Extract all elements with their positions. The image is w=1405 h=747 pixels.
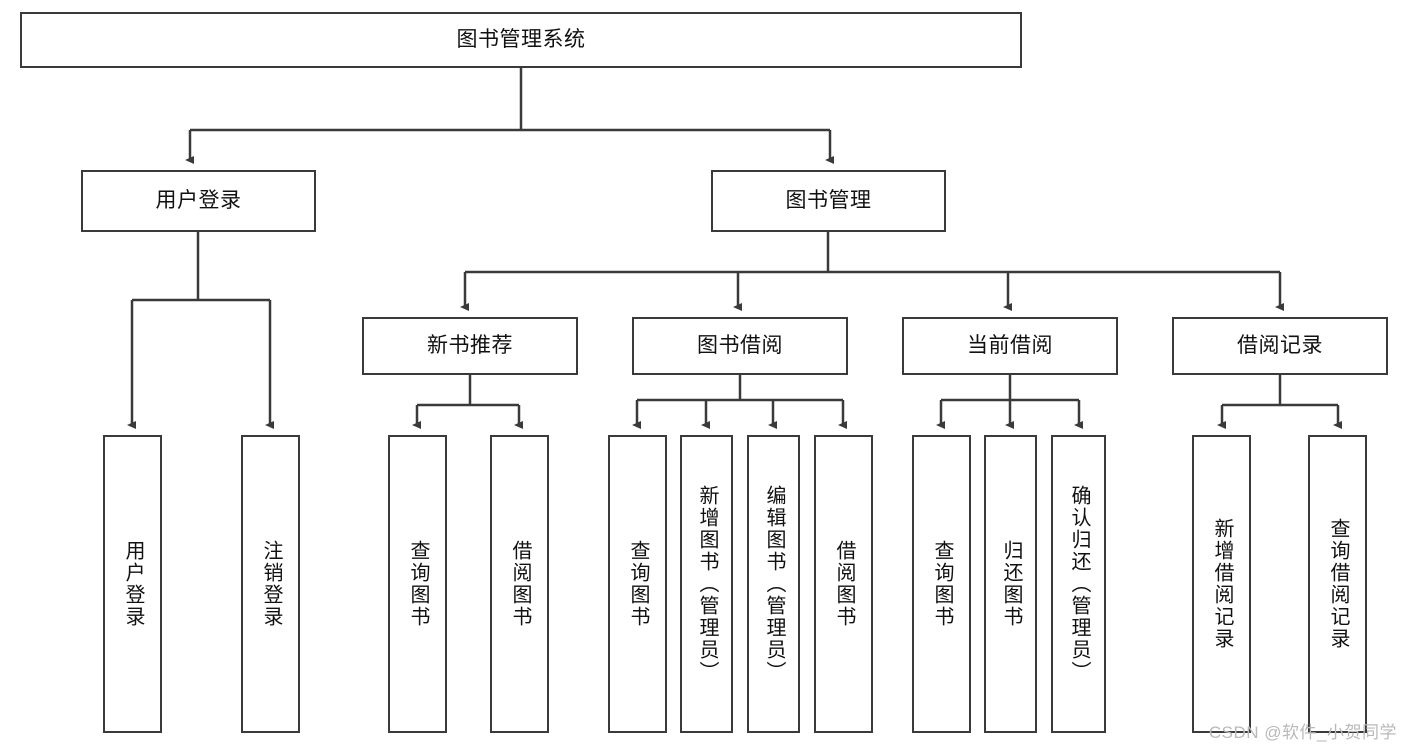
node-label: 新增借阅记录 bbox=[1211, 518, 1233, 650]
node-label: 查询图书 bbox=[407, 540, 429, 628]
node-leaf-borrow-book-1[interactable]: 借阅图书 bbox=[490, 435, 549, 733]
node-leaf-edit-book[interactable]: 编辑图书（管理员） bbox=[747, 435, 800, 733]
node-label: 注销登录 bbox=[260, 540, 282, 628]
node-label: 归还图书 bbox=[1000, 540, 1022, 628]
node-leaf-query-book-3[interactable]: 查询图书 bbox=[912, 435, 971, 733]
node-label: 图书管理 bbox=[785, 188, 872, 212]
node-leaf-user-login[interactable]: 用户登录 bbox=[103, 435, 162, 733]
node-leaf-confirm-return[interactable]: 确认归还（管理员） bbox=[1051, 435, 1106, 733]
node-leaf-query-record[interactable]: 查询借阅记录 bbox=[1308, 435, 1367, 733]
node-leaf-query-book-2[interactable]: 查询图书 bbox=[608, 435, 667, 733]
node-label: 用户登录 bbox=[122, 540, 144, 628]
node-new-book-recommend[interactable]: 新书推荐 bbox=[362, 317, 578, 375]
node-label: 查询借阅记录 bbox=[1327, 518, 1349, 650]
node-label: 查询图书 bbox=[931, 540, 953, 628]
node-label: 新书推荐 bbox=[427, 333, 513, 357]
node-label: 图书借阅 bbox=[697, 333, 783, 357]
node-root-book-management-system[interactable]: 图书管理系统 bbox=[20, 12, 1022, 68]
node-leaf-query-book-1[interactable]: 查询图书 bbox=[388, 435, 447, 733]
node-book-management[interactable]: 图书管理 bbox=[711, 170, 946, 232]
node-current-borrow[interactable]: 当前借阅 bbox=[902, 317, 1118, 375]
node-label: 用户登录 bbox=[155, 188, 242, 212]
node-label: 确认归还（管理员） bbox=[1068, 485, 1090, 683]
node-label: 图书管理系统 bbox=[456, 27, 586, 51]
node-label: 当前借阅 bbox=[967, 333, 1053, 357]
node-leaf-return-book[interactable]: 归还图书 bbox=[984, 435, 1037, 733]
node-label: 借阅图书 bbox=[509, 540, 531, 628]
node-leaf-borrow-book-2[interactable]: 借阅图书 bbox=[814, 435, 873, 733]
node-label: 查询图书 bbox=[627, 540, 649, 628]
node-label: 借阅记录 bbox=[1237, 333, 1323, 357]
node-leaf-add-book[interactable]: 新增图书（管理员） bbox=[680, 435, 733, 733]
node-label: 新增图书（管理员） bbox=[696, 485, 718, 683]
node-borrow-record[interactable]: 借阅记录 bbox=[1172, 317, 1388, 375]
node-leaf-logout[interactable]: 注销登录 bbox=[241, 435, 300, 733]
node-label: 借阅图书 bbox=[833, 540, 855, 628]
node-label: 编辑图书（管理员） bbox=[763, 485, 785, 683]
node-leaf-add-record[interactable]: 新增借阅记录 bbox=[1192, 435, 1251, 733]
node-user-login[interactable]: 用户登录 bbox=[81, 170, 316, 232]
node-book-borrow[interactable]: 图书借阅 bbox=[632, 317, 848, 375]
